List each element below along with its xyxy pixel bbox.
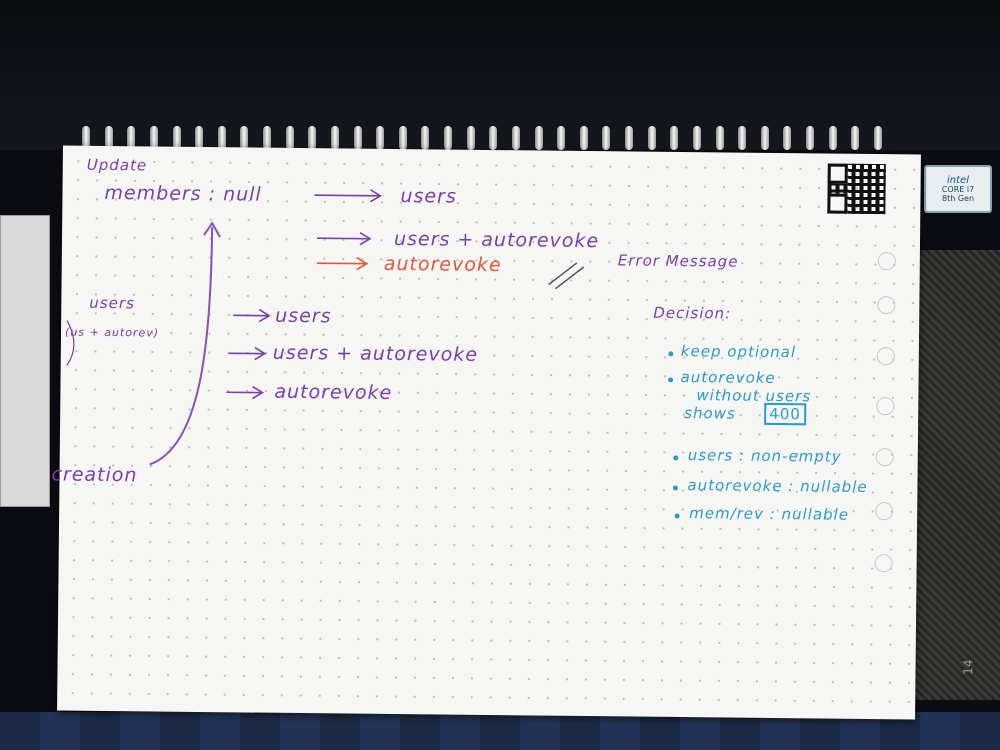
binding-coil	[353, 126, 362, 150]
binding-coil	[806, 126, 814, 150]
creation-result-2: users + autorevoke	[272, 341, 479, 366]
binding-coil	[873, 126, 882, 150]
update-arrow-2	[317, 231, 372, 246]
binding-coil	[376, 126, 385, 150]
creation-arrow-2	[228, 346, 267, 361]
binding-coil	[783, 126, 792, 150]
woven-mat	[912, 250, 1000, 700]
binding-coil	[760, 126, 769, 150]
binding-coil	[851, 126, 860, 150]
bullet-dot	[668, 377, 674, 383]
binding-coil	[444, 126, 452, 150]
binding-coil	[398, 126, 407, 150]
bullet-dot	[672, 485, 678, 491]
decision-bullet-1: keep optional	[680, 342, 797, 362]
update-result-2: users + autorevoke	[393, 227, 600, 253]
binding-coil	[625, 126, 633, 150]
binding-coil	[670, 126, 679, 150]
decision-rule-1: users : non-empty	[687, 446, 842, 466]
decision-bullet-2-shows: shows	[684, 404, 736, 423]
binding-coil	[579, 126, 588, 150]
binding-coil	[466, 126, 475, 150]
binding-coil	[715, 126, 724, 150]
spiral-binding	[82, 118, 882, 158]
binding-coil	[240, 126, 249, 150]
binding-coil	[149, 126, 158, 150]
sticker-brand: intel	[947, 174, 969, 186]
decision-rule-3: mem/rev : nullable	[689, 504, 850, 524]
notebook-page: 14 Update members : null users users + a…	[51, 145, 975, 720]
binding-coil	[195, 126, 204, 150]
sticker-line-1: CORE i7	[941, 184, 975, 194]
creation-arrow-3	[226, 385, 264, 400]
binding-coil	[421, 126, 430, 150]
update-arrow-3	[316, 256, 369, 271]
decision-rule-2: autorevoke : nullable	[687, 476, 868, 496]
bullet-dot	[673, 455, 679, 461]
status-code-box: 400	[764, 402, 806, 426]
creation-to-update-curve	[149, 227, 214, 466]
binding-coil	[82, 126, 90, 150]
binding-coil	[534, 126, 543, 150]
decision-heading: Decision:	[653, 303, 732, 323]
error-message-label: Error Message	[617, 251, 739, 271]
dark-background	[0, 0, 1000, 150]
binding-coil	[692, 126, 701, 150]
binding-coil	[308, 126, 317, 150]
creation-result-3: autorevoke	[274, 380, 393, 404]
binding-coil	[828, 126, 837, 150]
sticker-line-2: 8th Gen	[941, 193, 975, 203]
binding-coil	[602, 126, 611, 150]
update-title: Update	[86, 155, 148, 175]
update-members-label: members : null	[104, 181, 262, 206]
binding-coil	[217, 126, 226, 150]
curve-arrowhead	[203, 221, 221, 238]
binding-coil	[647, 126, 656, 150]
creation-arrow-1	[233, 308, 271, 323]
update-result-1: users	[400, 185, 457, 208]
creation-result-1: users	[275, 304, 332, 328]
binding-coil	[263, 126, 271, 150]
processor-sticker: intel CORE i7 8th Gen	[924, 165, 992, 213]
ink-strokes	[66, 189, 680, 519]
update-result-3: autorevoke	[383, 252, 502, 277]
error-slash-icon	[548, 262, 585, 290]
binding-coil	[330, 126, 339, 150]
white-card	[0, 215, 50, 507]
side-note-bracket	[66, 320, 75, 366]
binding-coil	[285, 126, 294, 150]
page-number: 14	[961, 659, 976, 675]
bullet-dot	[674, 513, 680, 519]
binding-coil	[738, 126, 747, 150]
binding-coil	[489, 126, 498, 150]
decision-bullet-2: autorevoke	[680, 368, 776, 387]
update-arrow-1	[314, 189, 383, 203]
binding-coil	[557, 126, 566, 150]
binding-coil	[127, 126, 136, 150]
binding-coil	[104, 126, 113, 150]
binding-coil	[172, 126, 181, 150]
side-note-line-2: (us + autorev)	[64, 325, 160, 340]
creation-label: creation	[51, 463, 138, 487]
bullet-dot	[668, 351, 674, 357]
binding-coil	[511, 126, 520, 150]
side-note-line-1: users	[89, 293, 135, 313]
